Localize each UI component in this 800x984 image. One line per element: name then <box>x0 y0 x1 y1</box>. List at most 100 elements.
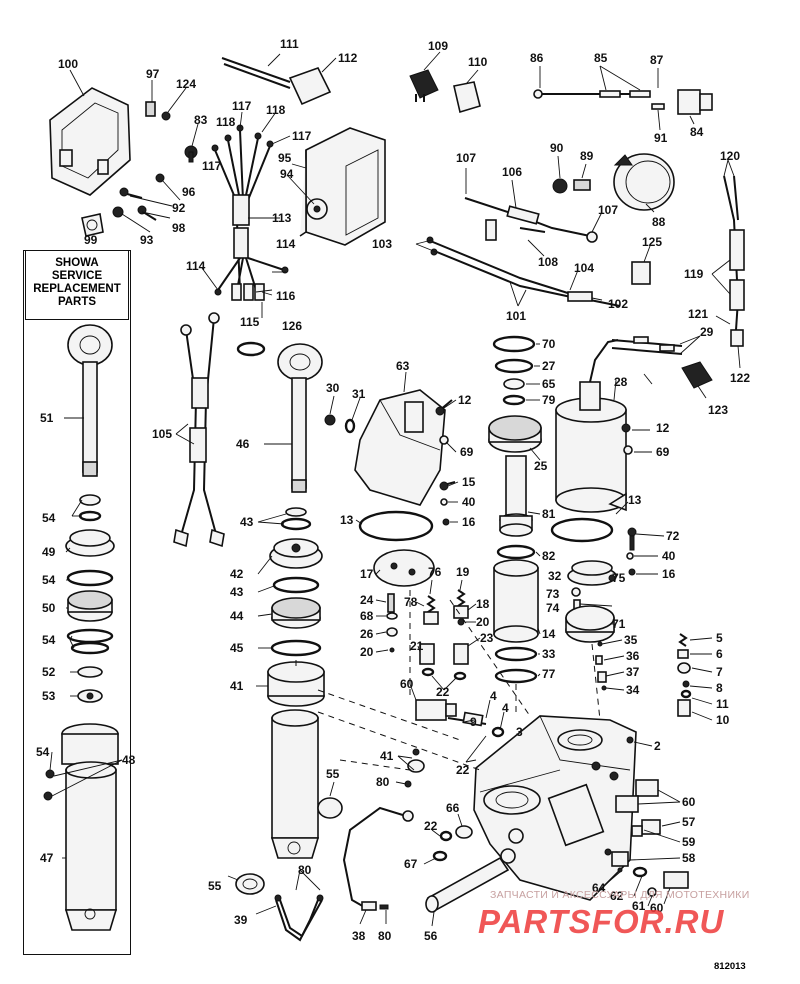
callout-69a: 69 <box>460 445 474 459</box>
showa-cap-49 <box>65 529 115 557</box>
callout-32: 32 <box>548 569 562 583</box>
piston-44 <box>271 597 321 629</box>
callout-97: 97 <box>146 67 160 81</box>
callout-74: 74 <box>546 601 560 615</box>
callout-4b: 4 <box>502 701 509 715</box>
callout-80a: 80 <box>298 863 312 877</box>
callout-29: 29 <box>700 325 714 339</box>
ring-32 <box>567 560 617 586</box>
callout-104: 104 <box>574 261 594 275</box>
orings-70-27 <box>492 335 536 374</box>
callout-27: 27 <box>542 359 556 373</box>
screw-83 <box>184 145 198 163</box>
callout-40a: 40 <box>462 495 476 509</box>
callout-119: 119 <box>684 267 704 281</box>
control-box-100 <box>49 87 131 196</box>
callout-103: 103 <box>372 237 392 251</box>
callout-81: 81 <box>542 507 556 521</box>
oring-13b <box>550 517 614 543</box>
parts-65-79 <box>502 378 526 406</box>
callout-108: 108 <box>538 255 558 269</box>
cable-85 <box>533 89 651 99</box>
lead-106 <box>464 197 598 243</box>
callout-52: 52 <box>42 665 56 679</box>
harness-113 <box>211 124 289 301</box>
showa-fittings-48 <box>43 769 55 801</box>
callout-36: 36 <box>626 649 640 663</box>
callout-76: 76 <box>428 565 442 579</box>
callout-105: 105 <box>152 427 172 441</box>
callout-79: 79 <box>542 393 556 407</box>
callout-35: 35 <box>624 633 638 647</box>
callout-5: 5 <box>716 631 723 645</box>
plate-17 <box>373 549 435 587</box>
fittings-41-80 <box>404 748 425 788</box>
callout-60a: 60 <box>400 677 414 691</box>
callout-78: 78 <box>404 595 418 609</box>
callout-102: 102 <box>608 297 628 311</box>
ring-31 <box>344 418 356 434</box>
callout-109: 109 <box>428 39 448 53</box>
callout-53: 53 <box>42 689 56 703</box>
callout-111: 111 <box>280 37 299 51</box>
callout-51: 51 <box>40 411 54 425</box>
callout-60b: 60 <box>682 795 696 809</box>
lead-105 <box>173 312 225 548</box>
fittings-60-57-59 <box>615 779 661 837</box>
callout-67: 67 <box>404 857 418 871</box>
callout-120: 120 <box>720 149 740 163</box>
callout-labels: 100 97 124 83 111 112 117 118 118 117 11… <box>36 37 750 943</box>
screw-30 <box>324 414 336 426</box>
screw-124 <box>161 111 171 121</box>
callout-114b: 114 <box>186 259 206 273</box>
callout-13a: 13 <box>340 513 354 527</box>
wire-111-connector-112 <box>221 57 332 106</box>
screw-12b <box>621 423 633 455</box>
callout-57: 57 <box>682 815 696 829</box>
relay-110 <box>453 81 481 114</box>
callout-41b: 41 <box>380 749 394 763</box>
relay-109 <box>409 69 439 102</box>
line-38 <box>342 806 414 911</box>
callout-22c: 22 <box>424 819 438 833</box>
callout-15: 15 <box>462 475 476 489</box>
callout-8: 8 <box>716 681 723 695</box>
nut-41 <box>267 661 325 707</box>
showa-title-line1: SHOWA <box>55 257 99 269</box>
callout-38: 38 <box>352 929 366 943</box>
callout-63: 63 <box>396 359 410 373</box>
rings-43 <box>280 507 312 531</box>
callout-43b: 43 <box>230 585 244 599</box>
callout-34: 34 <box>626 683 640 697</box>
valve-73-75 <box>571 574 616 611</box>
callout-42: 42 <box>230 567 244 581</box>
washers-40-16 <box>626 552 636 576</box>
switch-94 <box>306 198 328 220</box>
callout-66: 66 <box>446 801 460 815</box>
callout-123: 123 <box>708 403 728 417</box>
watermark-tagline: ЗАПЧАСТИ И АКСЕССУАРЫ ДЛЯ МОТОТЕХНИКИ <box>490 889 750 901</box>
callout-11: 11 <box>716 697 729 711</box>
callout-75: 75 <box>612 571 626 585</box>
callout-80c: 80 <box>378 929 392 943</box>
callout-101: 101 <box>506 309 526 323</box>
connector-84 <box>677 89 713 115</box>
callout-90: 90 <box>550 141 564 155</box>
callout-126: 126 <box>282 319 302 333</box>
tube-39 <box>274 894 324 942</box>
pin-91 <box>651 103 665 110</box>
lead-101-104 <box>426 236 621 307</box>
callout-82: 82 <box>542 549 556 563</box>
callout-83: 83 <box>194 113 208 127</box>
callout-88: 88 <box>652 215 666 229</box>
callout-99: 99 <box>84 233 98 247</box>
leads-29 <box>611 336 683 355</box>
callout-6: 6 <box>716 647 723 661</box>
callout-85: 85 <box>594 51 608 65</box>
callout-106: 106 <box>502 165 522 179</box>
callout-95: 95 <box>278 151 292 165</box>
clip-97 <box>145 101 156 117</box>
callout-28: 28 <box>614 375 628 389</box>
callout-59: 59 <box>682 835 696 849</box>
